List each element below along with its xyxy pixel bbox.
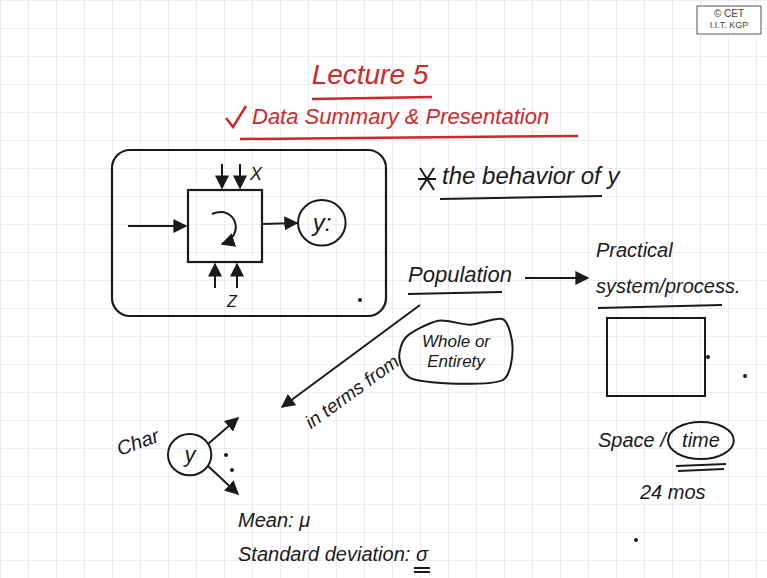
- formula-text: Mean: μ: [238, 508, 310, 532]
- input-arrow: [236, 264, 238, 288]
- note-text: Space /: [598, 428, 666, 452]
- logo-text: © CET: [697, 8, 761, 20]
- lecture-title: Lecture 5: [290, 58, 450, 92]
- note-text: the behavior of y: [442, 162, 619, 191]
- node-label: y:: [313, 209, 332, 237]
- node-text: y: [184, 442, 195, 467]
- note-text: Practical system/process.: [596, 232, 761, 304]
- input-arrow: [239, 164, 241, 188]
- blob-outline: [399, 319, 512, 384]
- double-underline: [676, 464, 726, 471]
- process-box: [188, 190, 262, 262]
- circled-term: time: [667, 421, 735, 460]
- node-text: y:: [313, 209, 332, 237]
- output-arrow: [262, 223, 297, 224]
- system-box: [607, 318, 705, 396]
- input-arrow: [221, 164, 223, 188]
- circled-term: y:: [297, 199, 347, 247]
- subtitle-underline: [240, 136, 578, 139]
- arrow: [525, 277, 588, 279]
- node-text: time: [682, 429, 720, 452]
- dots: [224, 298, 747, 542]
- input-label: X: [250, 164, 262, 186]
- note-text: Population: [408, 262, 512, 288]
- node-label: y: [184, 442, 195, 467]
- logo-box: [697, 6, 761, 34]
- title-underline: [312, 97, 432, 99]
- arrow: [208, 466, 238, 494]
- system-boundary: [112, 150, 386, 316]
- circle-outline: [168, 434, 211, 475]
- node-label: Whole or Entirety: [413, 332, 499, 371]
- underline: [408, 292, 502, 294]
- strike-mark: [418, 168, 436, 190]
- logo-text: I.I.T. KGP: [697, 20, 761, 31]
- circled-term: y: [167, 433, 212, 476]
- lecture-subtitle: Data Summary & Presentation: [252, 104, 549, 130]
- process-symbol: [212, 212, 236, 244]
- node-text: Whole or Entirety: [413, 332, 499, 371]
- input-arrow: [128, 225, 186, 227]
- circle-outline: [298, 200, 346, 246]
- underline: [598, 305, 722, 308]
- note-text: 24 mos: [640, 480, 706, 504]
- circle-outline: [668, 422, 734, 459]
- check-mark: [226, 106, 246, 127]
- node-label: time: [682, 429, 720, 452]
- input-label: Z: [227, 292, 237, 311]
- underline: [440, 196, 602, 199]
- entity-blob: Whole or Entirety: [397, 318, 515, 385]
- double-underline: [414, 568, 430, 572]
- input-arrow: [214, 264, 216, 288]
- formula-text: Standard deviation: σ: [238, 542, 428, 566]
- arrow: [208, 418, 238, 444]
